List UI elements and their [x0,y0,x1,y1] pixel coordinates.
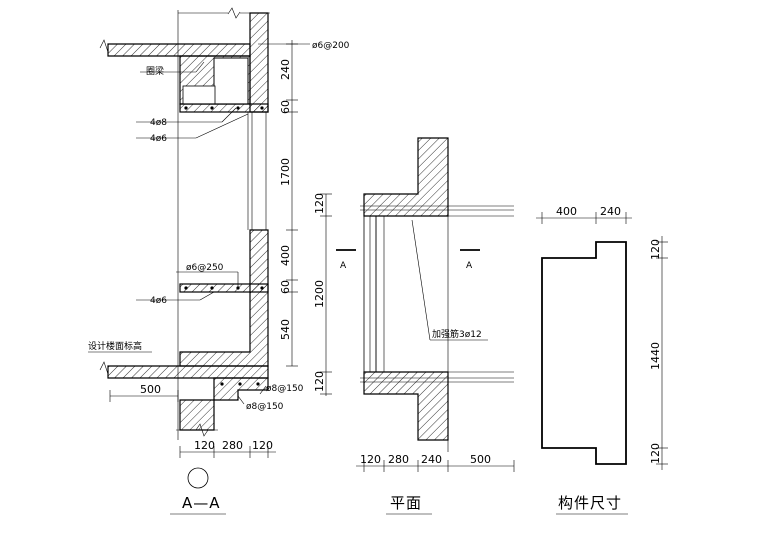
plan-view: A A 加强筋3ø12 120 1200 120 120 280 240 500… [313,137,515,515]
plan-upper-wall [363,137,449,217]
plan-dim-280: 280 [388,453,409,466]
upper-lintel [179,103,269,113]
dim-240: 240 [279,59,292,80]
label-rebar-mid: ø6@250 [186,263,224,273]
component-size: 400 240 120 1440 120 构件尺寸 [536,205,668,515]
plan-dim-120-bot: 120 [313,371,326,392]
dim-60-top: 60 [279,100,292,114]
plan-dim-120: 120 [360,453,381,466]
label-rebar-4d6-lower: 4ø6 [150,296,167,306]
dim-280: 280 [222,439,243,452]
dim-1700: 1700 [279,158,292,186]
plan-dim-500: 500 [470,453,491,466]
label-ring-beam: 圈梁 [146,65,164,77]
label-rebar-lower-1: ø8@150 [266,384,304,394]
comp-dim-120-bot: 120 [649,443,662,464]
break-mark-top [227,7,241,19]
dim-60-mid: 60 [279,280,292,294]
section-aa: 圈梁 ø6@200 4ø8 4ø6 ø6@250 4ø6 设计楼面标高 ø8@1… [88,7,350,515]
lower-floor-slab [107,365,269,379]
slab-break-left-2 [99,361,109,375]
mid-slab [179,283,269,293]
title-component: 构件尺寸 [558,494,622,512]
slab-break-left [99,39,109,53]
section-circle [187,467,209,489]
label-rebar-4d6-upper: 4ø6 [150,134,167,144]
foundation-wall [179,399,215,431]
dim-120-b: 120 [252,439,273,452]
dim-500: 500 [140,383,161,396]
comp-dim-400: 400 [556,205,577,218]
plan-dim-240: 240 [421,453,442,466]
comp-dim-240: 240 [600,205,621,218]
dim-540: 540 [279,319,292,340]
lower-wall [179,229,269,367]
plan-label-rebar-add: 加强筋3ø12 [432,328,482,340]
label-rebar-top: ø6@200 [312,41,350,51]
lower-beam [213,377,269,401]
plan-section-mark-left: A [340,261,347,271]
comp-dim-1440: 1440 [649,342,662,370]
plan-dim-120-top: 120 [313,193,326,214]
label-rebar-lower-2: ø8@150 [246,402,284,412]
plan-section-mark-right: A [466,261,473,271]
component-outline [541,241,627,465]
title-section-aa: A—A [182,494,221,512]
upper-wall [249,12,269,113]
dim-120-a: 120 [194,439,215,452]
dim-400: 400 [279,245,292,266]
label-rebar-4d8: 4ø8 [150,118,167,128]
title-plan: 平面 [390,494,422,512]
label-floor-level: 设计楼面标高 [88,340,142,352]
top-floor-slab [107,43,251,57]
plan-dim-1200: 1200 [313,280,326,308]
comp-dim-120-top: 120 [649,239,662,260]
